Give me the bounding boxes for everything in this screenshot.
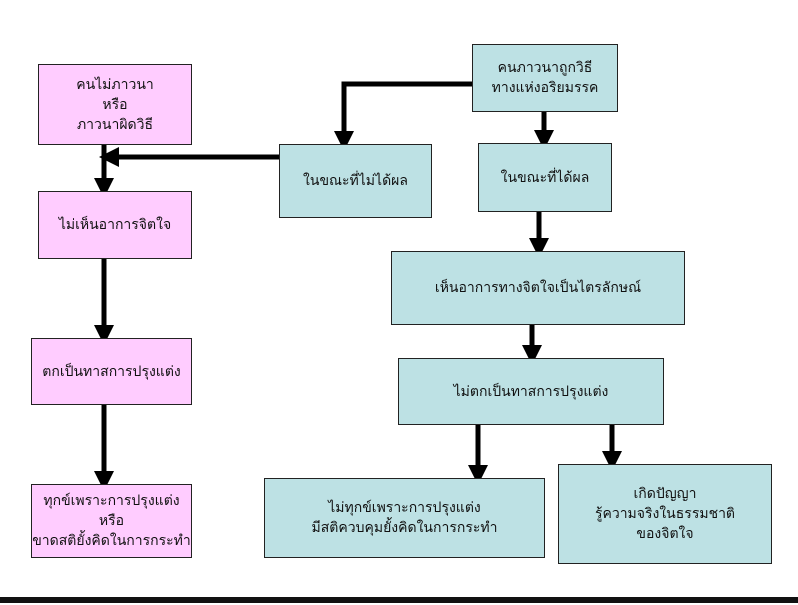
box-suffering-line-3: ขาดสติยั้งคิดในการกระทำ: [32, 533, 191, 549]
box-no-suffering-line-2: มีสติควบคุมยั้งคิดในการกระทำ: [311, 520, 498, 536]
box-no-suffering-line-1: ไม่ทุกข์เพราะการปรุงแต่ง: [328, 500, 481, 516]
box-no-meditation-line-2: หรือ: [102, 96, 128, 113]
box-suffering-line-2: หรือ: [98, 513, 125, 529]
box-wisdom-line-2: รู้ความจริงในธรรมชาติ: [594, 506, 736, 522]
box-not-seeing-mind: ไม่เห็นอาการจิตใจ: [38, 191, 192, 259]
box-wisdom-line-3: ของจิตใจ: [636, 526, 694, 542]
box-wisdom-line-1: เกิดปัญญา: [633, 486, 697, 502]
box-not-enslaved-line-1: ไม่ตกเป็นทาสการปรุงแต่ง: [453, 383, 609, 400]
box-wisdom: เกิดปัญญา รู้ความจริงในธรรมชาติ ของจิตใจ: [558, 464, 772, 564]
bottom-divider: [0, 597, 798, 603]
box-not-yet-result: ในขณะที่ไม่ได้ผล: [279, 144, 432, 218]
box-no-suffering: ไม่ทุกข์เพราะการปรุงแต่ง มีสติควบคุมยั้ง…: [264, 478, 545, 558]
box-with-result-line-1: ในขณะที่ได้ผล: [500, 169, 590, 186]
box-seeing-three-marks: เห็นอาการทางจิตใจเป็นไตรลักษณ์: [391, 251, 685, 325]
box-enslaved: ตกเป็นทาสการปรุงแต่ง: [31, 338, 192, 405]
box-not-enslaved: ไม่ตกเป็นทาสการปรุงแต่ง: [398, 358, 664, 425]
box-right-meditation: คนภาวนาถูกวิธี ทางแห่งอริยมรรค: [472, 44, 618, 112]
box-no-meditation-line-1: คนไม่ภาวนา: [76, 76, 154, 93]
box-no-meditation-line-3: ภาวนาผิดวิธี: [76, 116, 154, 133]
box-enslaved-line-1: ตกเป็นทาสการปรุงแต่ง: [42, 363, 181, 380]
arrow-right-meditation-to-not-result: [334, 81, 472, 151]
box-with-result: ในขณะที่ได้ผล: [478, 143, 612, 212]
box-not-seeing-mind-line-1: ไม่เห็นอาการจิตใจ: [58, 217, 172, 233]
box-seeing-three-marks-line-1: เห็นอาการทางจิตใจเป็นไตรลักษณ์: [434, 280, 642, 296]
box-not-yet-result-line-1: ในขณะที่ไม่ได้ผล: [303, 173, 408, 189]
box-right-meditation-line-1: คนภาวนาถูกวิธี: [497, 60, 593, 76]
box-right-meditation-line-2: ทางแห่งอริยมรรค: [491, 80, 599, 96]
box-suffering-line-1: ทุกข์เพราะการปรุงแต่ง: [43, 493, 180, 509]
box-suffering: ทุกข์เพราะการปรุงแต่ง หรือ ขาดสติยั้งคิด…: [31, 484, 192, 558]
box-no-meditation: คนไม่ภาวนา หรือ ภาวนาผิดวิธี: [38, 64, 192, 145]
